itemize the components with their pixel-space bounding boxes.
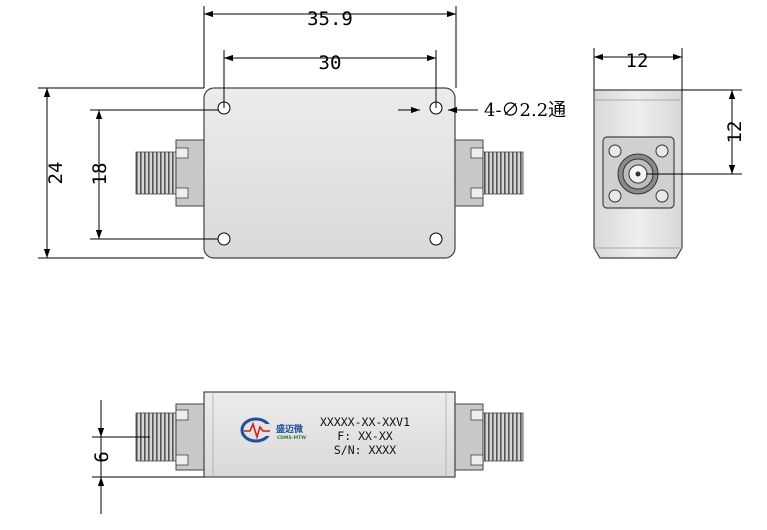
dim-bottom-height: 6 [91, 400, 204, 514]
right-connector [454, 139, 524, 207]
top-view-body [203, 87, 456, 259]
dim-side-height-text: 12 [724, 121, 746, 144]
serial-label: S/N: XXXX [334, 443, 396, 457]
dim-overall-height-text: 24 [45, 162, 67, 185]
dim-side-width: 12 [593, 48, 683, 90]
top-view [135, 87, 524, 259]
logo-text: 盛迈微 [276, 423, 304, 435]
flange-screw [608, 144, 622, 158]
company-logo: 盛迈微 CDMS-MTW [240, 417, 306, 443]
hole-callout: 4-∅2.2通 [398, 100, 566, 121]
dim-hole-spacing-y-text: 18 [89, 163, 111, 186]
flange-screw [655, 144, 669, 158]
side-view [593, 89, 683, 259]
mount-hole [217, 232, 231, 246]
dim-overall-height: 24 [38, 87, 204, 259]
dim-hole-spacing-x-text: 30 [319, 52, 342, 74]
hole-note: 4-∅2.2通 [484, 100, 566, 121]
flange-screw [655, 189, 669, 203]
dim-hole-spacing-y: 18 [89, 109, 218, 240]
dim-overall-length-text: 35.9 [307, 8, 353, 30]
model-label: XXXXX-XX-XXV1 [320, 415, 410, 429]
frequency-label: F: XX-XX [337, 429, 392, 443]
dim-bottom-height-text: 6 [91, 451, 113, 462]
dim-side-height: 12 [646, 89, 746, 175]
front-right-connector [454, 403, 524, 471]
flange-screw [608, 189, 622, 203]
logo-subtext: CDMS-MTW [277, 435, 306, 441]
left-connector [135, 139, 205, 207]
mount-hole [429, 232, 443, 246]
front-view-body [203, 391, 456, 478]
dim-side-width-text: 12 [626, 50, 649, 72]
dim-hole-spacing-x: 30 [223, 50, 437, 108]
front-view: 盛迈微 CDMS-MTW XXXXX-XX-XXV1 F: XX-XX S/N:… [135, 391, 524, 478]
dim-overall-length: 35.9 [203, 6, 457, 88]
